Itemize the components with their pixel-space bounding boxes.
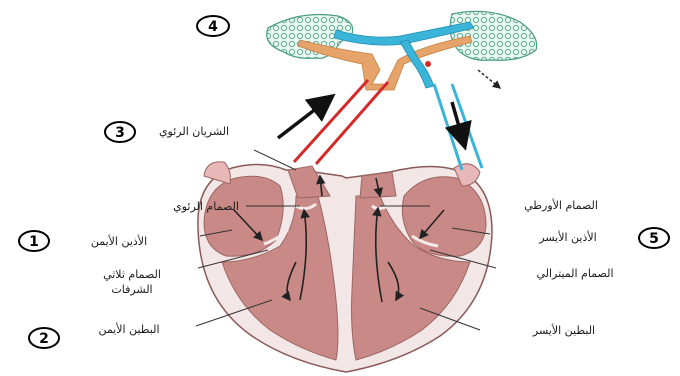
vessels-to-lungs xyxy=(294,80,482,170)
number-4-badge: 4 xyxy=(197,16,229,36)
oxygen-arrow xyxy=(478,70,500,88)
number-3-badge: 3 xyxy=(105,122,135,142)
label-mitral-valve: الصمام الميترالي xyxy=(536,267,613,280)
lungs xyxy=(267,11,537,90)
number-5-badge: 5 xyxy=(639,228,669,248)
label-tricuspid-valve-1: الصمام ثلاثي xyxy=(103,268,161,281)
number-2-badge: 2 xyxy=(29,328,59,348)
number-3: 3 xyxy=(115,125,125,141)
number-4: 4 xyxy=(208,19,218,35)
label-pulmonary-valve: الصمام الرئوي xyxy=(173,200,239,213)
label-left-atrium: الأذين الأيسر xyxy=(538,230,596,244)
label-aortic-valve: الصمام الأورطي xyxy=(524,198,598,212)
number-5: 5 xyxy=(649,231,659,247)
label-tricuspid-valve-2: الشرفات xyxy=(111,283,152,296)
label-right-ventricle: البطين الأيمن xyxy=(98,322,159,336)
number-1: 1 xyxy=(29,234,39,250)
label-right-atrium: الأذين الأيمن xyxy=(91,234,147,248)
left-lung xyxy=(450,11,536,60)
number-1-badge: 1 xyxy=(19,231,49,251)
number-2: 2 xyxy=(39,331,49,347)
pulmonary-node xyxy=(425,61,431,67)
label-left-ventricle: البطين الأيسر xyxy=(532,323,595,337)
heart xyxy=(198,162,492,372)
label-pulmonary-artery: الشريان الرئوي xyxy=(159,125,229,138)
